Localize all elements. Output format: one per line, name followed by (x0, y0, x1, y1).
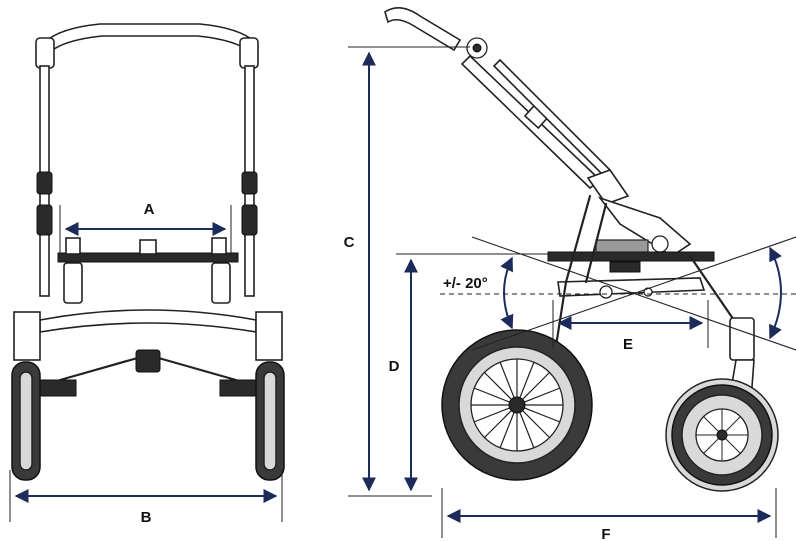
dimension-f: F (441, 488, 777, 541)
dimension-b: B (9, 470, 283, 526)
label-b: B (141, 509, 152, 526)
label-c: C (344, 234, 355, 251)
tilt-angle-label: +/- 20° (443, 275, 488, 292)
label-f: F (601, 526, 610, 541)
dimension-c: C (344, 46, 470, 497)
dimension-e: E (552, 300, 709, 353)
tilt-range-indicator: +/- 20° (440, 236, 796, 351)
label-a: A (144, 201, 155, 218)
label-e: E (623, 336, 633, 353)
dimension-d: D (389, 253, 548, 492)
dimension-a: A (59, 201, 232, 255)
label-d: D (389, 358, 400, 375)
front-view-stroller (11, 23, 285, 481)
side-view-stroller (384, 7, 779, 492)
